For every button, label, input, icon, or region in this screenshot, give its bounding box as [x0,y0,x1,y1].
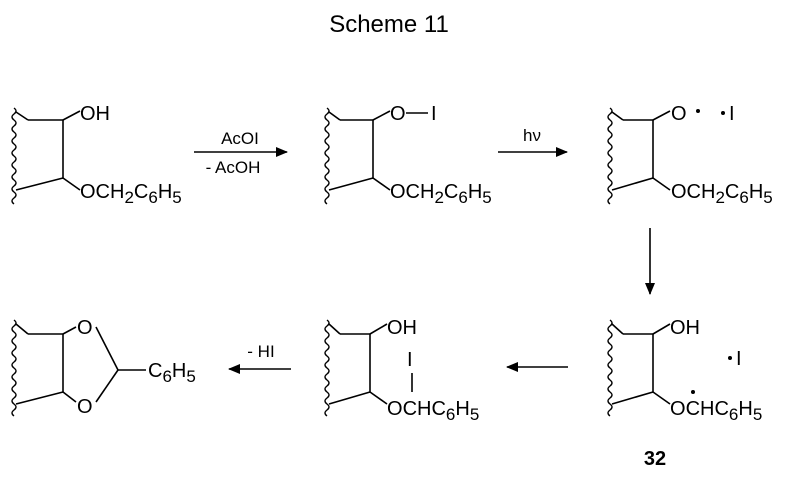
arrow-1: AcOI - AcOH [194,129,288,177]
iodine-label: I [431,103,437,125]
iodine-radical-label: I [729,103,735,125]
radical-dot [721,111,725,115]
photolysis-label: hν [523,126,541,145]
reagent-acoi: AcOI [221,129,259,148]
polymer-backbone-wavy [11,319,17,417]
hydroxyl-label: OH [80,103,110,125]
structure-6-benzylidene-acetal: O O C6H5 [11,317,196,418]
compound-number: 32 [644,448,666,470]
iodobenzyloxy-label: OCHC6H5 [387,398,479,424]
hydroxyl-label: OH [387,317,417,339]
structure-1-alcohol: OH OCH2C6H5 [11,103,182,207]
arrow-5: - HI [228,342,291,374]
hydroxyl-label: OH [670,317,700,339]
structure-3-alkoxy-radical: O I OCH2C6H5 [607,103,773,207]
structure-5-iodo-ether: OH I OCHC6H5 [324,317,479,424]
polymer-backbone-wavy [607,319,613,417]
ring-oxygen-label: O [77,396,93,418]
benzyloxy-label: OCH2C6H5 [390,181,492,207]
byproduct-hi: - HI [247,342,274,361]
benzyloxy-label: OCH2C6H5 [80,181,182,207]
polymer-backbone-wavy [607,107,613,205]
structure-2-hypoiodite: O I OCH2C6H5 [324,103,492,207]
polymer-backbone-wavy [324,107,330,205]
radical-dot [691,390,695,394]
phenyl-label: C6H5 [148,360,196,386]
benzyloxy-label: OCH2C6H5 [671,181,773,207]
scheme-title: Scheme 11 [329,11,449,38]
arrow-2: hν [498,126,568,157]
iodine-label: I [407,349,413,371]
oxygen-label: O [390,103,406,125]
benzylic-radical-label: OCHC6H5 [670,398,762,424]
radical-dot [728,356,732,360]
structure-4-carbon-radical: OH I OCHC6H5 32 [607,317,762,470]
radical-dot [696,109,700,113]
oxygen-radical-label: O [671,103,687,125]
polymer-backbone-wavy [324,319,330,417]
iodine-radical-label: I [736,348,742,370]
polymer-backbone-wavy [11,107,17,205]
byproduct-acoh: - AcOH [206,158,261,177]
ring-oxygen-label: O [77,317,93,339]
